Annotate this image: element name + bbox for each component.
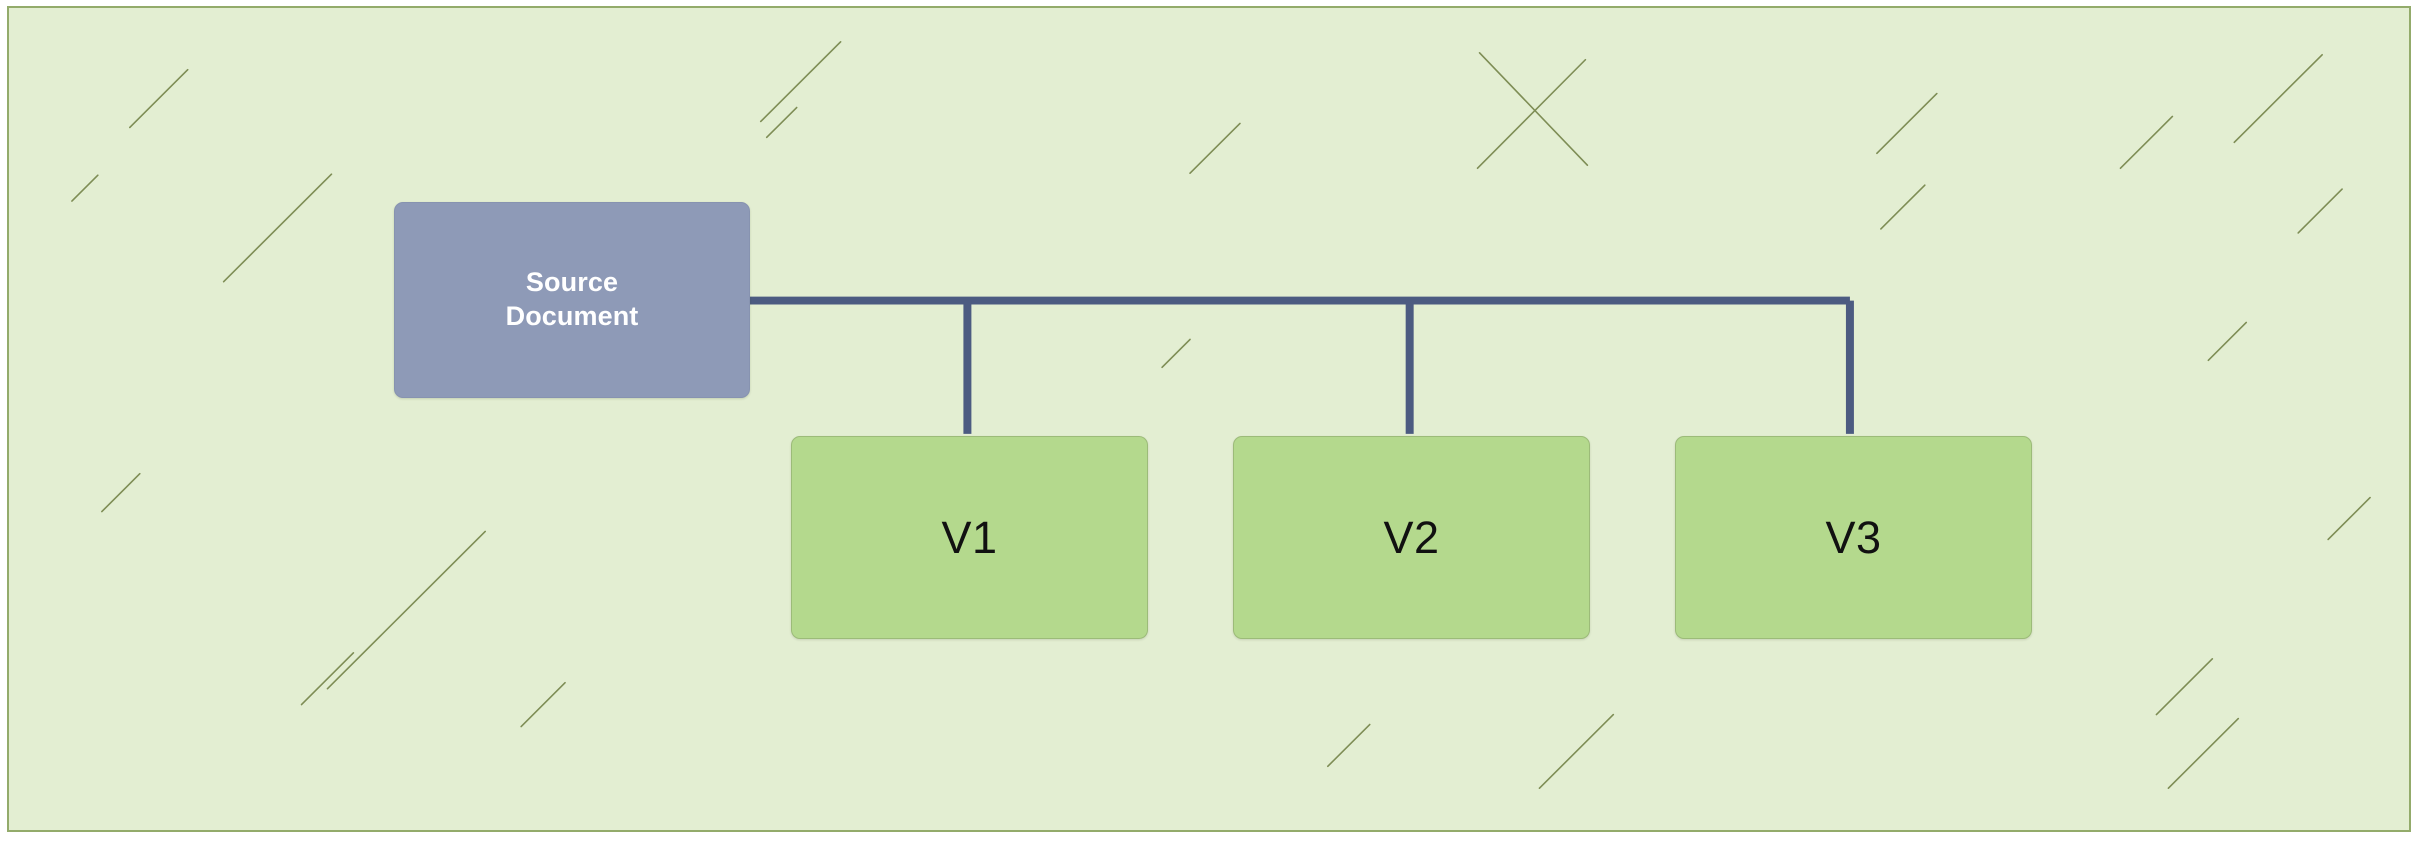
node-v3[interactable]: V3: [1675, 436, 2032, 639]
decorative-hatch-pattern: [71, 41, 2371, 789]
diagram-canvas: Source Document V1 V2 V3: [7, 6, 2411, 832]
connector-layer: [744, 296, 1854, 434]
node-v2[interactable]: V2: [1233, 436, 1590, 639]
node-source-document[interactable]: Source Document: [394, 202, 750, 398]
node-v1-label: V1: [941, 512, 998, 563]
node-v2-label: V2: [1383, 512, 1440, 563]
node-v3-label: V3: [1825, 512, 1882, 563]
node-source-document-label: Source Document: [505, 267, 639, 331]
node-v1[interactable]: V1: [791, 436, 1148, 639]
